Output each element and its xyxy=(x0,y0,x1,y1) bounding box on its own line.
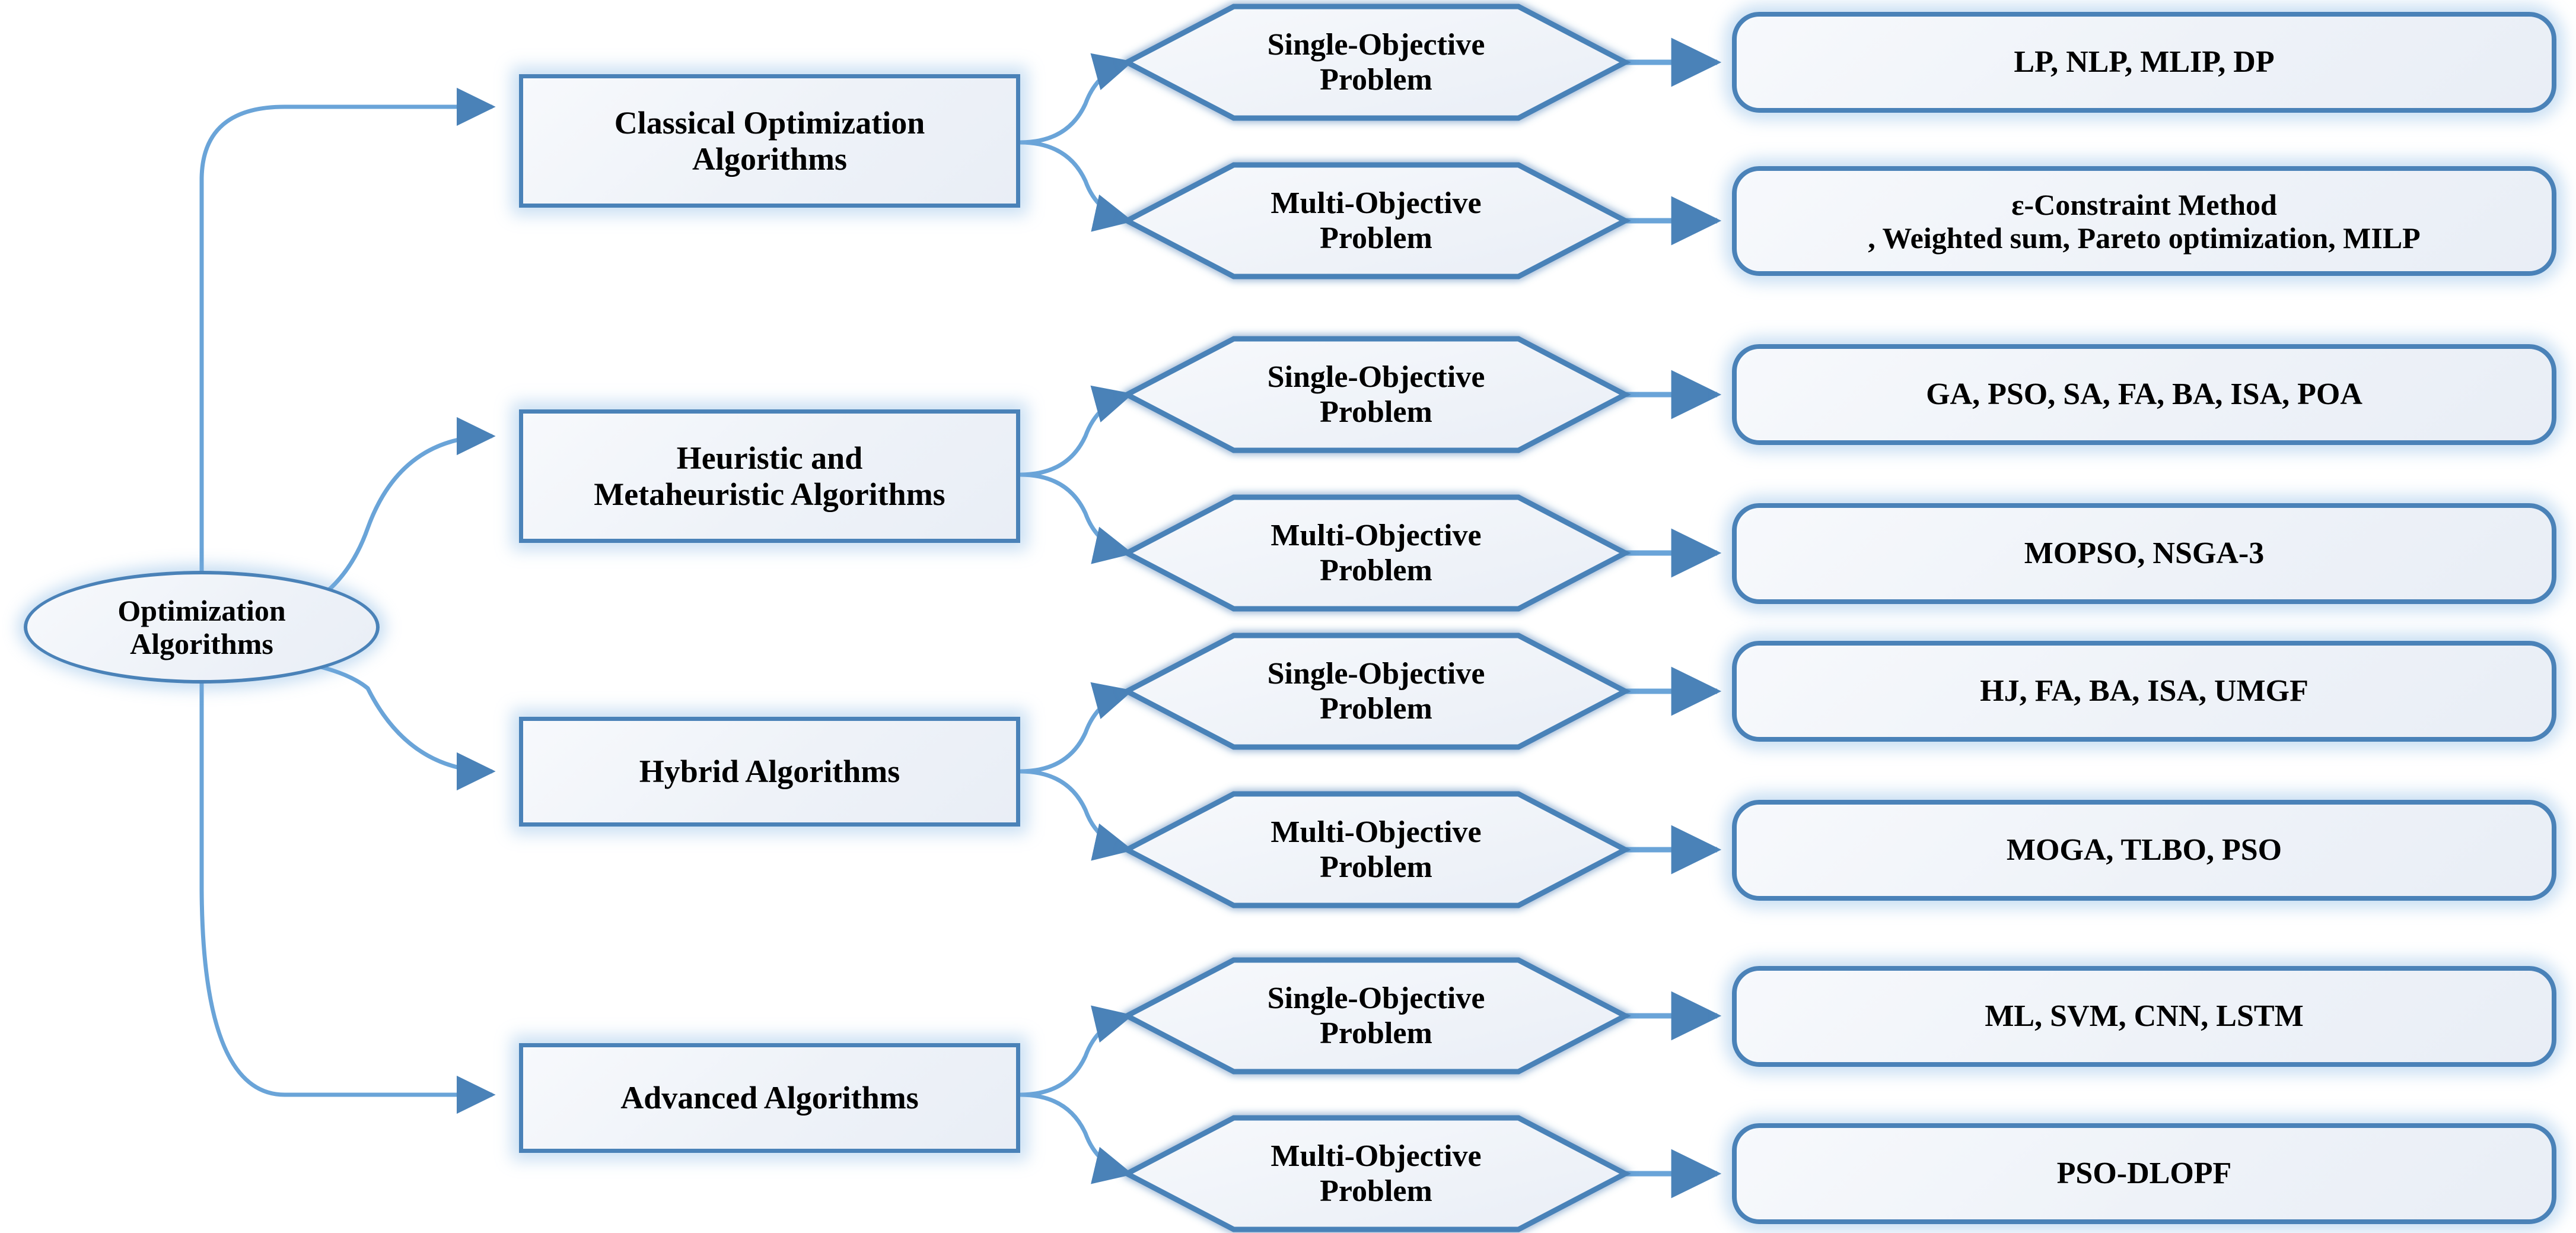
problem-to-method-wires xyxy=(1625,37,1722,1199)
hexagon-shape xyxy=(1121,791,1631,908)
wire-root-classical xyxy=(199,87,496,599)
category-box-advanced[interactable]: Advanced Algorithms xyxy=(519,1043,1020,1153)
wire-advanced-multi xyxy=(1020,1092,1133,1184)
problem-hex-classical-single[interactable]: Single-Objective Problem xyxy=(1121,3,1631,122)
methods-box-classical-multi[interactable]: ε-Constraint Method , Weighted sum, Pare… xyxy=(1732,166,2556,276)
methods-box-hybrid-multi[interactable]: MOGA, TLBO, PSO xyxy=(1732,800,2556,901)
problem-hex-heuristic-multi[interactable]: Multi-Objective Problem xyxy=(1121,494,1631,612)
hexagon-shape xyxy=(1121,957,1631,1075)
hexagon-shape xyxy=(1121,494,1631,612)
methods-box-advanced-multi[interactable]: PSO-DLOPF xyxy=(1732,1123,2556,1224)
hexagon-shape xyxy=(1121,162,1631,279)
hexagon-shape xyxy=(1121,336,1631,453)
methods-box-advanced-single[interactable]: ML, SVM, CNN, LSTM xyxy=(1732,966,2556,1067)
category-box-classical[interactable]: Classical Optimization Algorithms xyxy=(519,74,1020,208)
methods-box-classical-single[interactable]: LP, NLP, MLIP, DP xyxy=(1732,12,2556,113)
methods-box-heuristic-multi[interactable]: MOPSO, NSGA-3 xyxy=(1732,503,2556,604)
problem-hex-hybrid-single[interactable]: Single-Objective Problem xyxy=(1121,632,1631,751)
methods-box-heuristic-single[interactable]: GA, PSO, SA, FA, BA, ISA, POA xyxy=(1732,344,2556,445)
wire-hybrid-multi xyxy=(1020,769,1133,861)
methods-box-hybrid-single[interactable]: HJ, FA, BA, ISA, UMGF xyxy=(1732,641,2556,742)
wire-heuristic-multi xyxy=(1020,472,1133,564)
hexagon-shape xyxy=(1121,633,1631,750)
wire-root-advanced xyxy=(199,676,496,1114)
wire-classical-single xyxy=(1020,53,1133,145)
root-node-optimization-algorithms[interactable]: Optimization Algorithms xyxy=(24,571,380,684)
problem-hex-advanced-multi[interactable]: Multi-Objective Problem xyxy=(1121,1114,1631,1233)
category-box-hybrid[interactable]: Hybrid Algorithms xyxy=(519,717,1020,827)
category-box-heuristic[interactable]: Heuristic and Metaheuristic Algorithms xyxy=(519,409,1020,543)
problem-hex-classical-multi[interactable]: Multi-Objective Problem xyxy=(1121,161,1631,280)
problem-hex-advanced-single[interactable]: Single-Objective Problem xyxy=(1121,956,1631,1075)
wire-heuristic-single xyxy=(1020,385,1133,477)
wire-classical-multi xyxy=(1020,140,1133,232)
category-to-problem-wires xyxy=(1020,53,1133,1184)
hexagon-shape xyxy=(1121,4,1631,121)
problem-hex-heuristic-single[interactable]: Single-Objective Problem xyxy=(1121,335,1631,454)
wire-advanced-single xyxy=(1020,1005,1133,1097)
wire-hybrid-single xyxy=(1020,682,1133,774)
hexagon-shape xyxy=(1121,1115,1631,1232)
problem-hex-hybrid-multi[interactable]: Multi-Objective Problem xyxy=(1121,790,1631,909)
